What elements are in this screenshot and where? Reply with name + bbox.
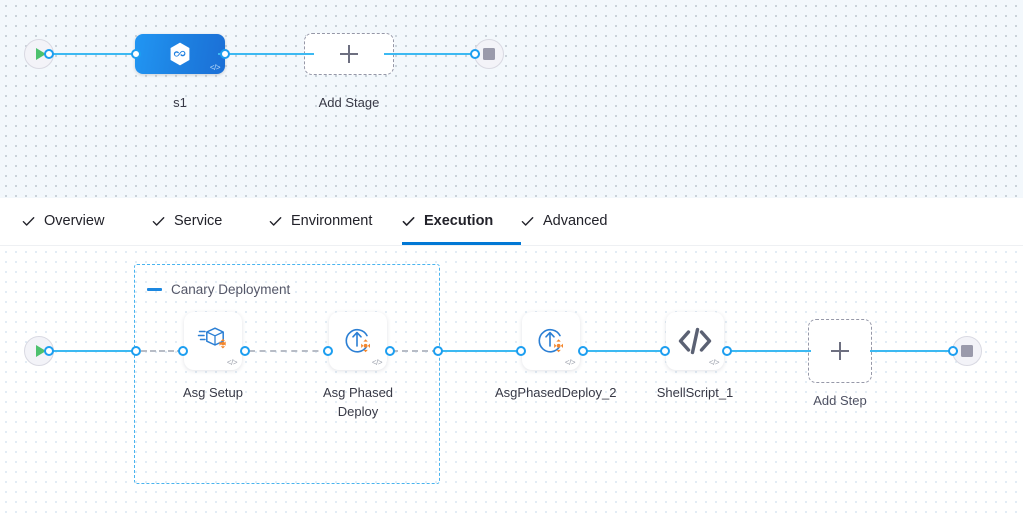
add-step-label: Add Step [813,393,867,408]
harness-hexagon-infinity-icon [170,42,190,66]
step-label-shellscript-1: ShellScript_1 [656,385,734,400]
play-icon [35,345,46,357]
shell-script-icon [678,327,712,355]
exec-link-start [48,350,138,352]
exec-connector-dot-12[interactable] [948,346,958,356]
step-node-shellscript-1[interactable]: </> [666,312,724,370]
step-code-badge: </> [708,358,720,367]
stage-connector-dot-4[interactable] [470,49,480,59]
asg-phased-deploy-icon [538,328,563,353]
tab-overview[interactable]: Overview [0,198,152,245]
step-label-asg-setup: Asg Setup [183,385,243,400]
exec-link-mid-3 [729,350,811,352]
execution-canvas[interactable]: Canary Deployment [0,246,1023,521]
exec-connector-dot-11[interactable] [722,346,732,356]
step-node-asg-phased-deploy[interactable]: </> [329,312,387,370]
step-code-badge: </> [564,358,576,367]
exec-connector-dot-1[interactable] [44,346,54,356]
stage-tabs: Overview Service Environment Execution A… [0,198,1023,246]
exec-connector-dot-3[interactable] [178,346,188,356]
exec-connector-dot-7[interactable] [433,346,443,356]
plus-icon [340,45,358,63]
stage-link-start [48,53,140,55]
tab-advanced-label: Advanced [543,213,608,230]
exec-link-dashed-3 [392,350,438,352]
stage-connector-dot-2[interactable] [131,49,141,59]
step-label-asg-phased-deploy: Asg Phased Deploy [322,385,394,419]
exec-connector-dot-4[interactable] [240,346,250,356]
tab-service[interactable]: Service [152,198,269,245]
check-icon [22,217,35,226]
stage-link-mid [218,53,314,55]
stop-icon [483,48,495,60]
step-code-badge: </> [226,358,238,367]
stage-code-badge: </> [209,63,221,72]
asg-phased-deploy-icon [345,328,370,353]
plus-icon [831,342,849,360]
check-icon [402,216,415,226]
stage-connector-dot-1[interactable] [44,49,54,59]
check-icon [521,217,534,226]
tab-environment-label: Environment [291,213,373,230]
tab-execution-label: Execution [424,213,494,230]
exec-connector-dot-2[interactable] [131,346,141,356]
tab-overview-label: Overview [44,213,105,230]
asg-setup-box-icon [197,327,226,349]
step-label-asgphaseddeploy-2: AsgPhasedDeploy_2 [495,385,617,400]
step-group-header[interactable]: Canary Deployment [147,282,290,297]
step-node-asg-setup[interactable]: </> [184,312,242,370]
check-icon [269,217,282,226]
add-stage-button[interactable] [304,33,394,75]
stage-connector-dot-3[interactable] [220,49,230,59]
stage-link-end [384,53,480,55]
tab-execution[interactable]: Execution [402,198,521,245]
exec-link-dashed-2 [249,350,329,352]
tab-service-label: Service [174,213,223,230]
exec-link-end [870,350,958,352]
exec-link-mid-2 [585,350,667,352]
check-icon [152,217,165,226]
stage-canvas[interactable]: </> s1 Add Stage [0,0,1023,198]
exec-link-dashed-1 [141,350,183,352]
exec-connector-dot-8[interactable] [516,346,526,356]
stage-node-s1[interactable]: </> [135,34,225,74]
exec-connector-dot-9[interactable] [578,346,588,356]
step-group-label: Canary Deployment [171,282,291,297]
exec-connector-dot-5[interactable] [323,346,333,356]
tab-environment[interactable]: Environment [269,198,402,245]
add-stage-label: Add Stage [318,95,380,110]
exec-connector-dot-10[interactable] [660,346,670,356]
step-node-asgphaseddeploy-2[interactable]: </> [522,312,580,370]
stage-node-label: s1 [173,95,187,110]
minus-icon[interactable] [147,288,162,291]
play-icon [35,48,46,60]
stop-icon [961,345,973,357]
add-step-button[interactable] [808,319,872,383]
exec-connector-dot-6[interactable] [385,346,395,356]
step-group-canary-deployment[interactable] [134,264,440,484]
tab-advanced[interactable]: Advanced [521,198,641,245]
exec-link-mid-1 [440,350,522,352]
step-code-badge: </> [371,358,383,367]
